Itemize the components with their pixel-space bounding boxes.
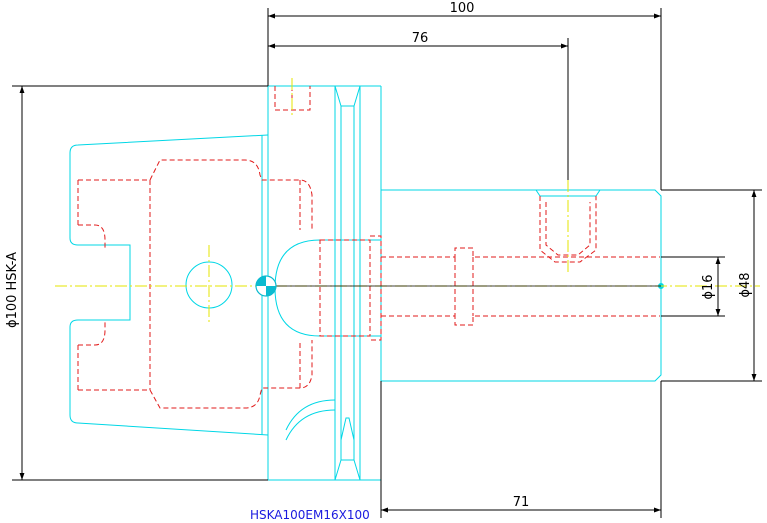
dim-overall-length: 100 [450,1,475,16]
dim-shank-diameter: ϕ48 [738,272,753,297]
dim-to-radial-hole: 76 [412,31,429,46]
hidden-lines [77,86,660,409]
datum-symbol [255,275,277,297]
dim-bore-diameter: ϕ16 [701,274,716,299]
part-name-label: HSKA100EM16X100 [250,508,370,522]
dimension-lines [12,8,762,518]
dim-flange-diameter: ϕ100 HSK-A [5,252,20,328]
dim-shank-length: 71 [513,495,530,510]
center-lines [55,78,760,325]
part-outline [69,85,664,481]
hsk-taper-outline [69,134,269,436]
